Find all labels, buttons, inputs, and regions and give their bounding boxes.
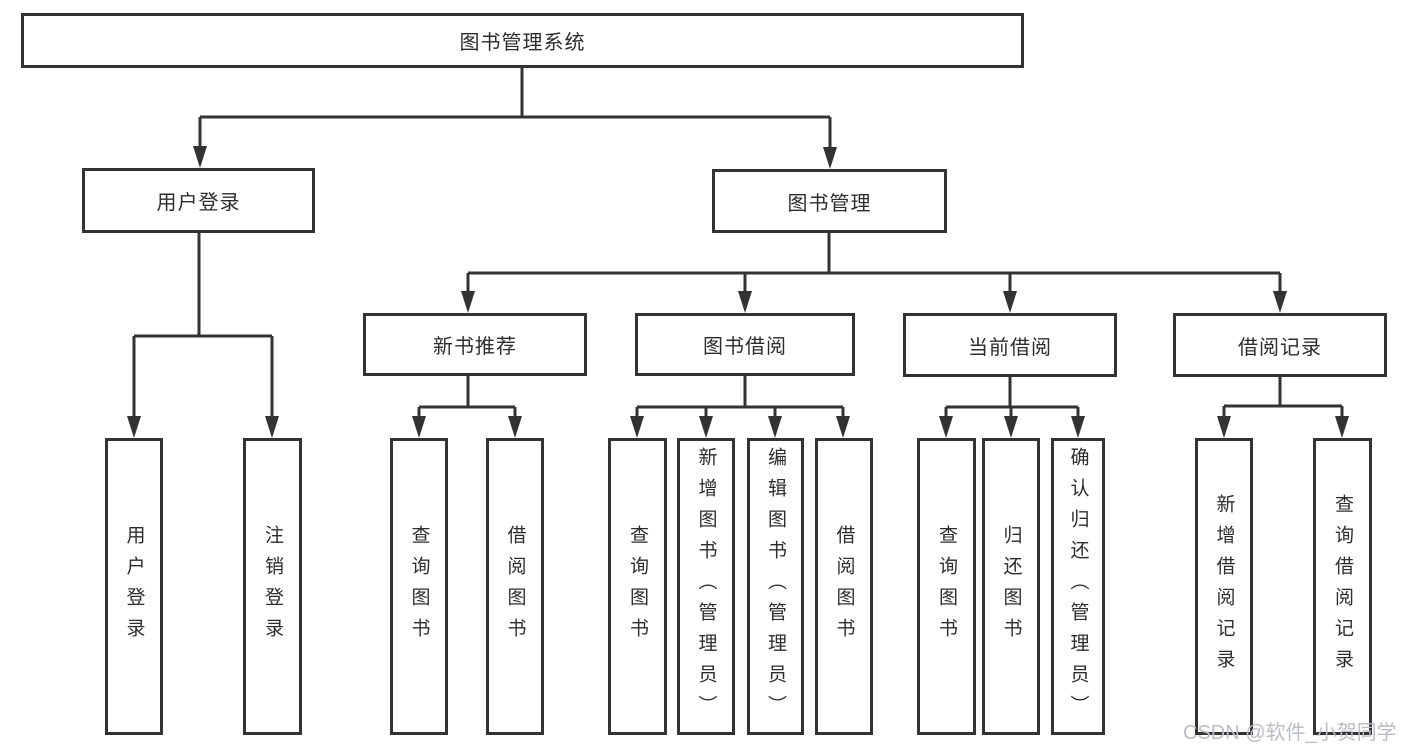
leaf-label: 注销登录	[262, 524, 283, 649]
leaf-label: 借阅图书	[833, 524, 855, 649]
leaf-edit-book-admin: 编辑图书（管理员）	[747, 438, 804, 735]
edges-book-borrow	[630, 376, 850, 438]
leaf-label: 借阅图书	[504, 524, 526, 649]
node-label: 图书管理	[787, 192, 872, 215]
node-label: 图书借阅	[703, 336, 787, 358]
node-label: 图书管理系统	[459, 32, 586, 54]
edges-root	[193, 68, 837, 169]
edges-current-borrow	[939, 377, 1085, 438]
leaf-borrow-borrow-book: 借阅图书	[815, 438, 873, 735]
leaf-label: 编辑图书（管理员）	[765, 447, 786, 726]
node-borrow-records: 借阅记录	[1173, 313, 1387, 377]
node-user-login: 用户登录	[82, 168, 315, 233]
node-label: 借阅记录	[1238, 336, 1322, 359]
leaf-recommend-borrow-book: 借阅图书	[486, 438, 544, 735]
node-book-borrow: 图书借阅	[635, 313, 855, 376]
leaf-label: 新增图书（管理员）	[695, 447, 717, 726]
leaf-confirm-return-admin: 确认归还（管理员）	[1051, 438, 1105, 735]
leaf-label: 确认归还（管理员）	[1067, 447, 1089, 726]
leaf-current-query-book: 查询图书	[917, 438, 976, 735]
leaf-label: 新增借阅记录	[1213, 493, 1235, 680]
leaf-borrow-query-book: 查询图书	[608, 438, 667, 735]
node-label: 用户登录	[156, 192, 241, 214]
leaf-query-borrow-record: 查询借阅记录	[1313, 438, 1372, 735]
leaf-add-book-admin: 新增图书（管理员）	[677, 438, 735, 735]
edges-user-login	[127, 233, 279, 438]
node-label: 新书推荐	[433, 336, 517, 358]
edges-borrow-records	[1217, 377, 1349, 438]
leaf-recommend-query-book: 查询图书	[390, 438, 448, 735]
leaf-label: 查询图书	[408, 524, 430, 649]
node-label: 当前借阅	[968, 336, 1052, 359]
edges-new-book-recommend	[412, 376, 522, 438]
leaf-label: 查询借阅记录	[1332, 493, 1353, 680]
leaf-label: 归还图书	[1000, 524, 1022, 649]
node-current-borrow: 当前借阅	[903, 313, 1117, 377]
node-new-book-recommend: 新书推荐	[363, 313, 587, 376]
csdn-watermark: CSDN @软件_小贺同学	[1183, 722, 1397, 744]
leaf-add-borrow-record: 新增借阅记录	[1195, 438, 1253, 735]
leaf-label: 用户登录	[123, 524, 145, 649]
node-root-library-system: 图书管理系统	[21, 13, 1024, 68]
leaf-label: 查询图书	[936, 524, 957, 649]
node-book-management: 图书管理	[712, 169, 947, 233]
leaf-user-login: 用户登录	[105, 438, 163, 735]
leaf-label: 查询图书	[627, 524, 648, 649]
leaf-return-book: 归还图书	[982, 438, 1040, 735]
edges-book-management	[461, 233, 1287, 313]
leaf-logout: 注销登录	[243, 438, 302, 735]
